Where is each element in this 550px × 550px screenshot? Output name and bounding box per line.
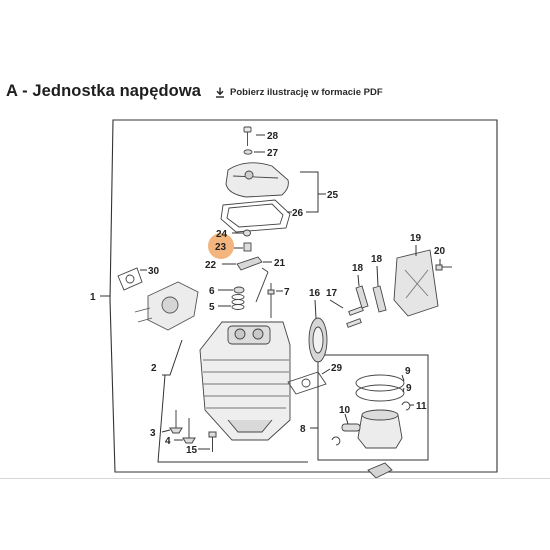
content-divider — [0, 478, 550, 479]
callout-10[interactable]: 10 — [339, 405, 351, 416]
download-pdf-label: Pobierz ilustrację w formacie PDF — [230, 86, 383, 98]
callout-20[interactable]: 20 — [434, 246, 446, 257]
part-rocker-arms-18 — [355, 285, 387, 313]
download-pdf-link[interactable]: Pobierz ilustrację w formacie PDF — [215, 87, 383, 98]
callout-15[interactable]: 15 — [186, 445, 198, 456]
part-sleeve-23 — [243, 242, 252, 252]
callout-19[interactable]: 19 — [410, 233, 422, 244]
callout-24[interactable]: 24 — [216, 229, 228, 240]
part-retainer-6 — [233, 286, 245, 294]
bracket-25 — [300, 171, 319, 213]
callout-9b[interactable]: 9 — [406, 383, 412, 394]
part-intake-assembly — [134, 281, 199, 331]
assembly-frame — [109, 119, 498, 473]
callout-16[interactable]: 16 — [309, 288, 321, 299]
part-piston-pin-10 — [341, 423, 361, 432]
piston-box — [317, 354, 429, 461]
part-piston-rings-9 — [355, 374, 405, 402]
part-gear-16 — [308, 317, 328, 363]
callout-8[interactable]: 8 — [300, 424, 306, 435]
download-icon — [216, 87, 225, 98]
part-circlip-11 — [401, 401, 411, 411]
part-spring-5 — [231, 294, 245, 310]
part-piston — [357, 409, 403, 449]
part-pins-17 — [346, 306, 364, 328]
callout-4[interactable]: 4 — [165, 436, 171, 447]
callout-2[interactable]: 2 — [151, 363, 157, 374]
part-bearing — [367, 462, 393, 479]
part-screw-28 — [243, 126, 252, 146]
part-washer-27 — [243, 149, 253, 155]
callout-29[interactable]: 29 — [331, 363, 343, 374]
part-screw-20 — [435, 264, 452, 271]
callout-26[interactable]: 26 — [292, 208, 304, 219]
callout-11[interactable]: 11 — [416, 401, 427, 412]
part-cylinder-2 — [199, 321, 291, 441]
part-screw-15 — [208, 431, 217, 452]
callout-7[interactable]: 7 — [284, 287, 290, 298]
callout-17[interactable]: 17 — [326, 288, 338, 299]
bracket-2 — [162, 339, 183, 376]
callout-21[interactable]: 21 — [274, 258, 286, 269]
section-title: A - Jednostka napędowa — [6, 81, 202, 100]
callout-3[interactable]: 3 — [150, 428, 156, 439]
selected-part-highlight — [208, 233, 234, 259]
part-cam-cover-19 — [393, 249, 439, 317]
part-valve-4 — [182, 418, 196, 444]
part-cover-25 — [225, 162, 289, 198]
callout-28[interactable]: 28 — [267, 131, 279, 142]
callout-22[interactable]: 22 — [205, 260, 217, 271]
part-rocker-22 — [236, 256, 263, 271]
part-bolt-21 — [255, 267, 269, 303]
callout-23[interactable]: 23 — [215, 242, 227, 253]
part-circlip-lower — [331, 436, 341, 446]
part-seal-24 — [243, 229, 251, 237]
page-header: A - Jednostka napędowa Pobierz ilustracj… — [6, 80, 383, 102]
callout-5[interactable]: 5 — [209, 302, 215, 313]
leader-lines — [100, 134, 441, 450]
part-gasket-29 — [287, 371, 327, 395]
callout-6[interactable]: 6 — [209, 286, 215, 297]
callout-27[interactable]: 27 — [267, 148, 279, 159]
part-stud-7 — [267, 283, 275, 318]
callout-18b[interactable]: 18 — [371, 254, 383, 265]
part-gasket-30 — [117, 267, 143, 291]
callout-30[interactable]: 30 — [148, 266, 160, 277]
callout-9a[interactable]: 9 — [405, 366, 411, 377]
callout-18a[interactable]: 18 — [352, 263, 364, 274]
callout-25[interactable]: 25 — [327, 190, 339, 201]
part-gasket-26 — [220, 199, 291, 233]
callout-1[interactable]: 1 — [90, 292, 96, 303]
part-valve-3 — [169, 410, 183, 434]
